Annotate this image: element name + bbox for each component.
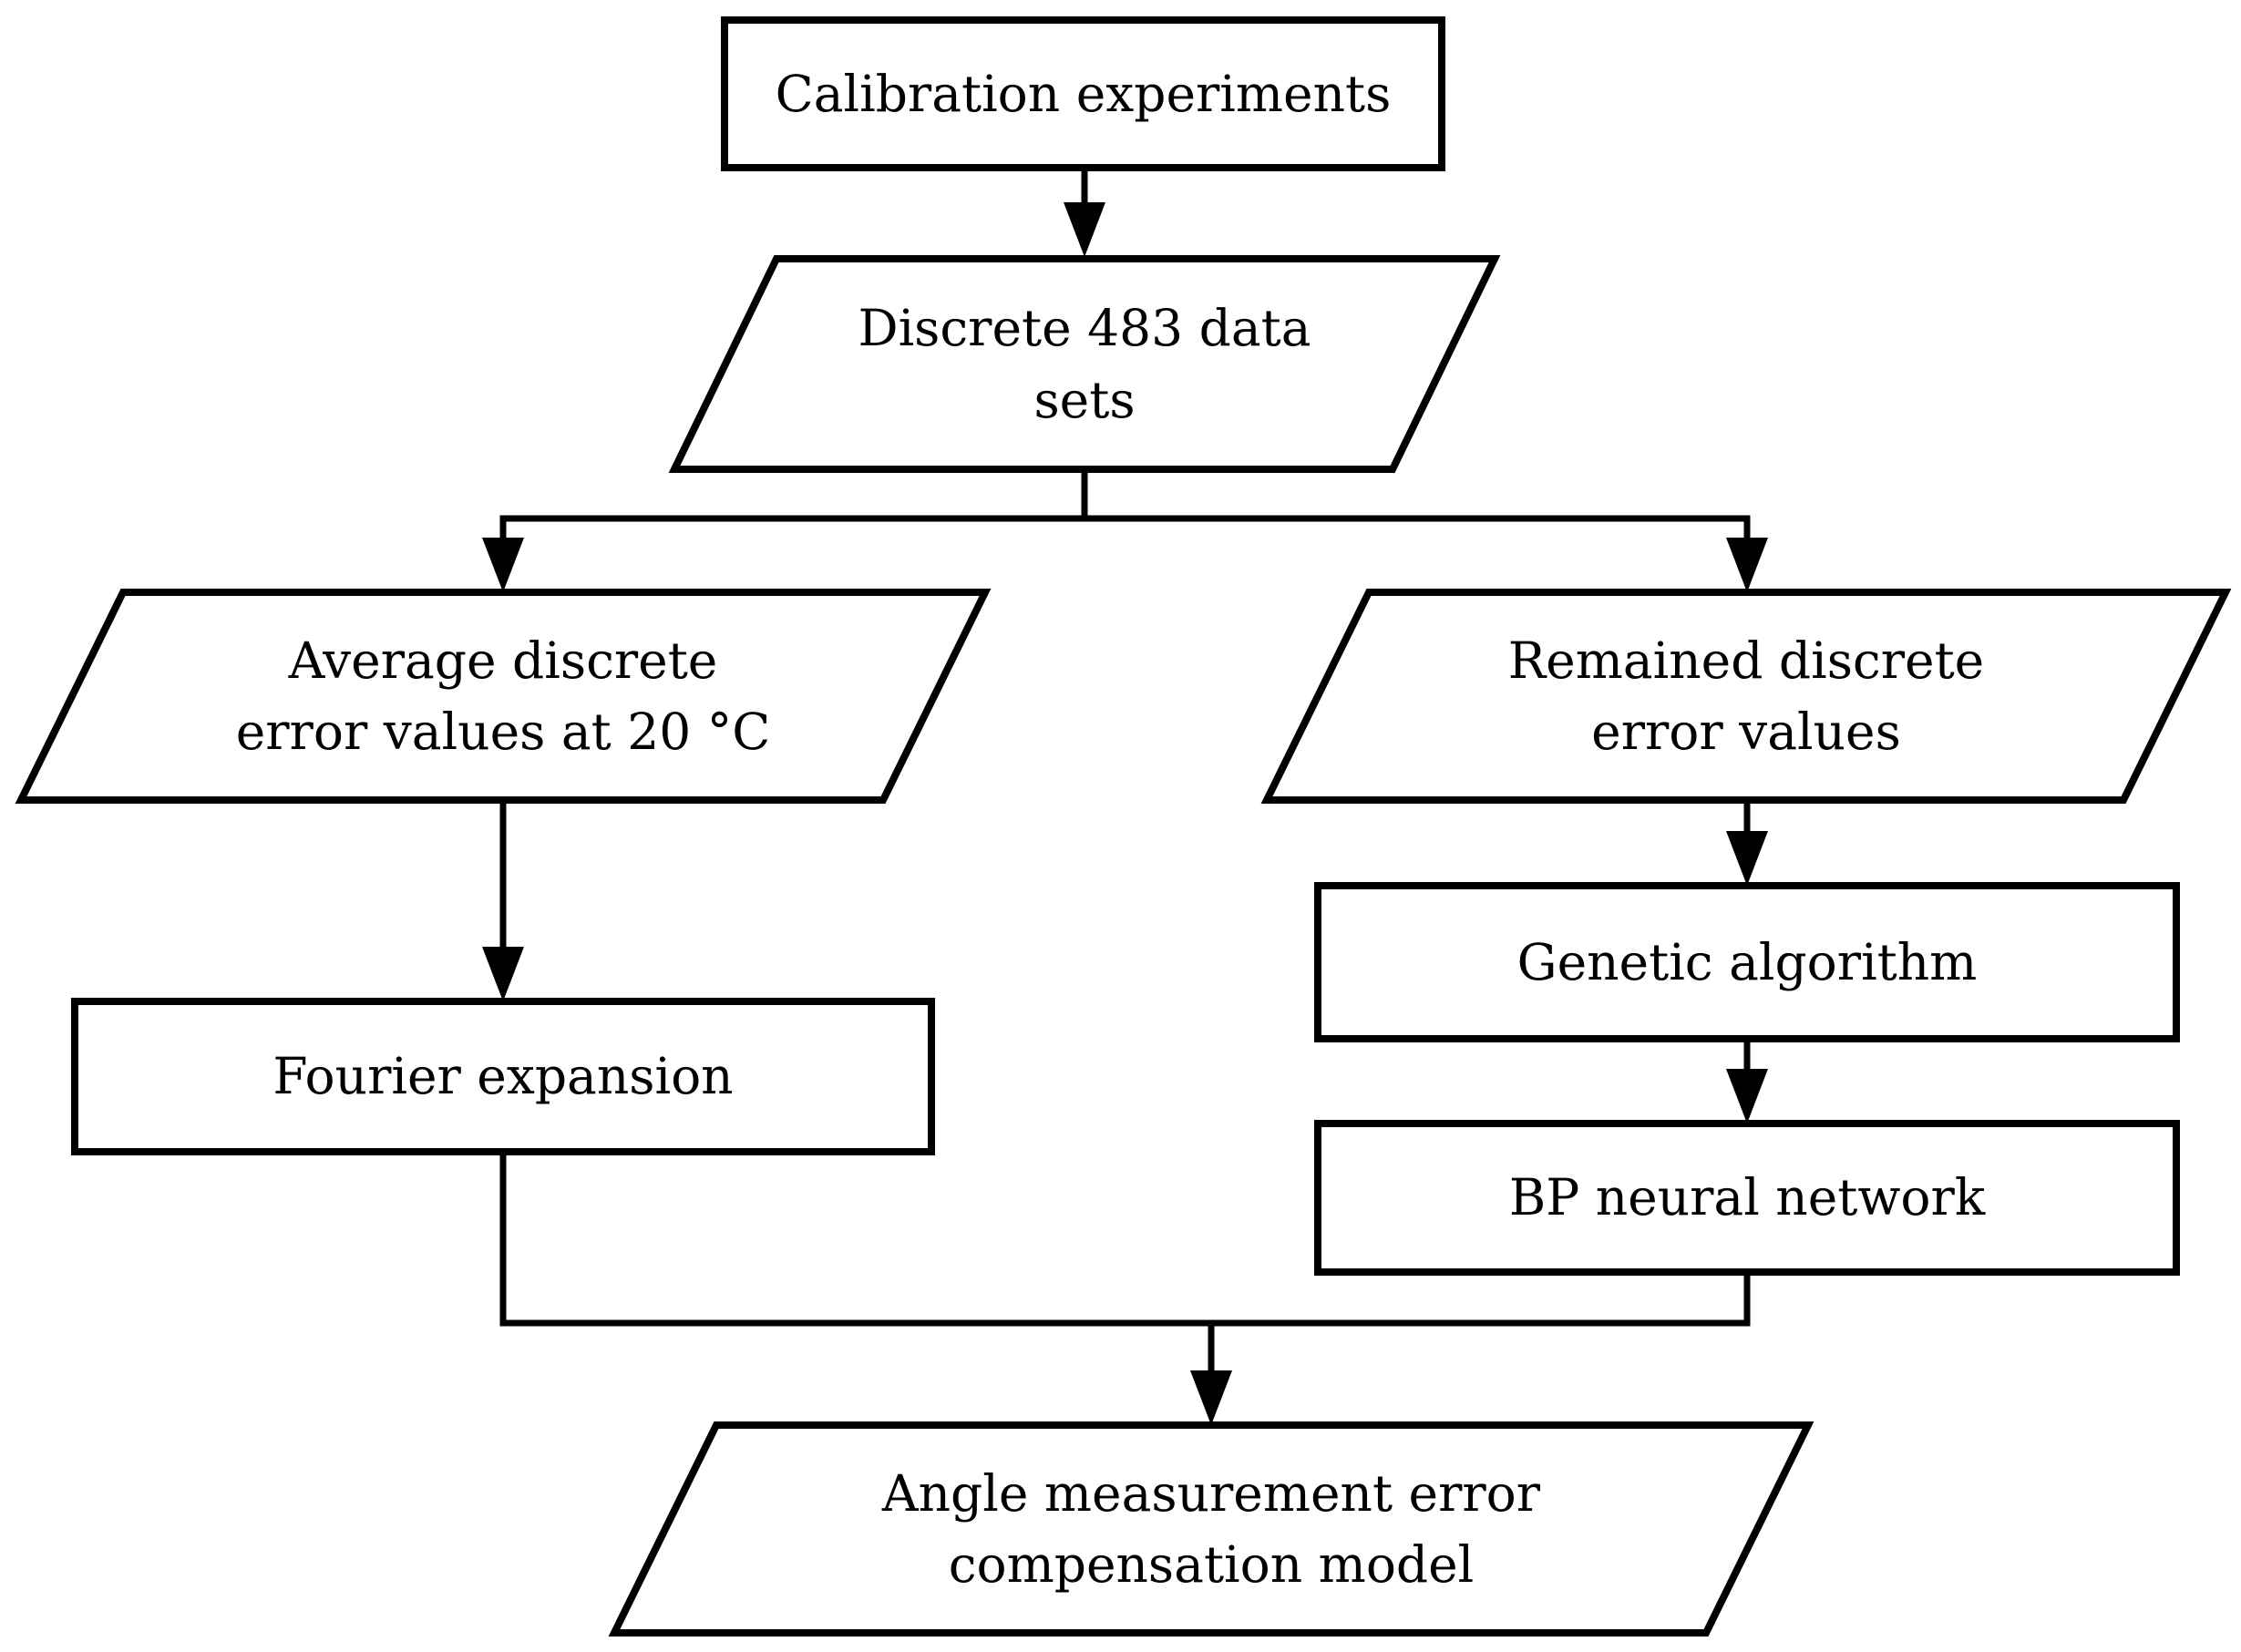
node-discrete-483-data-sets (668, 255, 1501, 473)
node-genetic-algorithm (1314, 882, 2180, 1042)
node-average-discrete-error-values (15, 589, 992, 804)
node-angle-error-compensation-model (608, 1421, 1814, 1637)
arrowhead-genetic (1726, 831, 1768, 886)
arrowhead-datasets (1064, 202, 1105, 257)
node-calibration-experiments (721, 16, 1445, 171)
arrowhead-fourier (482, 947, 524, 1001)
node-bp-neural-network (1314, 1120, 2180, 1276)
arrowhead-bp (1726, 1069, 1768, 1124)
node-fourier-expansion (71, 998, 935, 1155)
node-remained-discrete-error-values (1260, 589, 2232, 804)
arrowhead-remained (1726, 538, 1768, 592)
arrowhead-average (482, 538, 524, 592)
arrowhead-model (1190, 1370, 1232, 1425)
